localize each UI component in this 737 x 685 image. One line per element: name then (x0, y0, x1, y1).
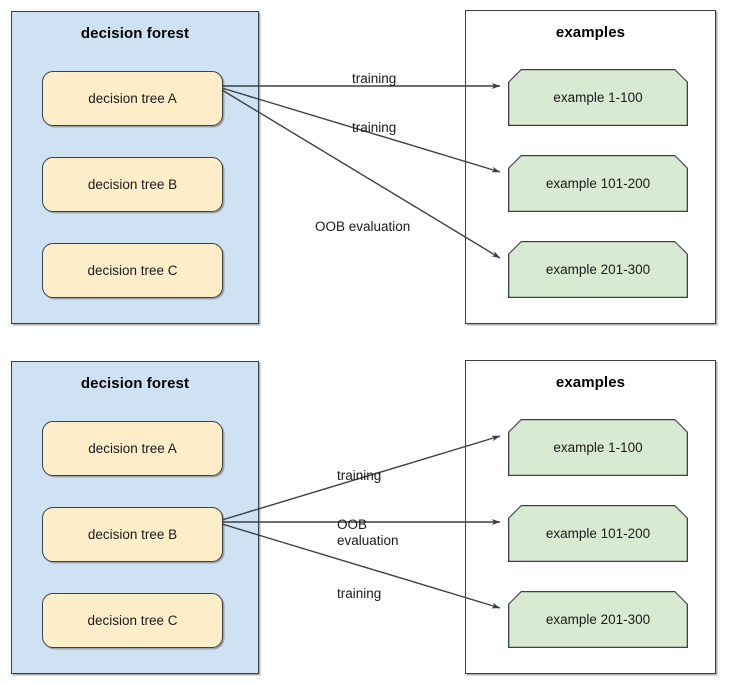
examples-title-bottom: examples (555, 374, 626, 391)
examples-panel-bottom: examples example 1-100 example 101-200 e… (465, 360, 716, 674)
decision-tree-c-box-bottom[interactable]: decision tree C (42, 593, 223, 648)
example-101-200-box-bottom[interactable]: example 101-200 (508, 505, 688, 562)
diagram-top: decision forest decision tree A decision… (0, 0, 737, 335)
example-box-fill (509, 70, 686, 124)
decision-forest-title-top: decision forest (80, 25, 190, 42)
arrow-label-oob-evaluation-top: OOB evaluation (315, 219, 411, 234)
example-101-200-box-top[interactable]: example 101-200 (508, 155, 688, 212)
decision-tree-a-label-bottom: decision tree A (88, 441, 177, 456)
example-box-fill (509, 242, 686, 296)
example-201-300-label-top: example 201-300 (545, 262, 651, 277)
decision-tree-c-label-top: decision tree C (87, 263, 178, 278)
example-box-fill (509, 156, 686, 210)
decision-tree-a-box-bottom[interactable]: decision tree A (42, 421, 223, 476)
example-box-fill (509, 592, 686, 646)
diagram-bottom: decision forest decision tree A decision… (0, 350, 737, 685)
arrow-label-training-2-top: training (352, 120, 397, 135)
examples-panel-top: examples example 1-100 example 101-200 e… (465, 10, 716, 324)
decision-tree-b-label-bottom: decision tree B (87, 527, 178, 542)
decision-tree-c-label-bottom: decision tree C (87, 613, 178, 628)
decision-forest-title-bottom: decision forest (80, 375, 190, 392)
decision-tree-c-box-top[interactable]: decision tree C (42, 243, 223, 298)
example-201-300-box-top[interactable]: example 201-300 (508, 241, 688, 298)
example-1-100-box-bottom[interactable]: example 1-100 (508, 419, 688, 476)
example-1-100-label-top: example 1-100 (553, 90, 643, 105)
decision-tree-a-label-top: decision tree A (88, 91, 177, 106)
example-101-200-label-top: example 101-200 (545, 176, 651, 191)
decision-tree-b-label-top: decision tree B (87, 177, 178, 192)
arrow-label-training-1-bottom: training (337, 468, 382, 483)
example-101-200-label-bottom: example 101-200 (545, 526, 651, 541)
arrow-label-oob-evaluation-bottom: OOB evaluation (337, 517, 399, 548)
example-201-300-label-bottom: example 201-300 (545, 612, 651, 627)
examples-title-top: examples (555, 24, 626, 41)
example-1-100-label-bottom: example 1-100 (553, 440, 643, 455)
arrow-label-training-2-bottom: training (337, 586, 382, 601)
decision-forest-panel-top: decision forest decision tree A decision… (11, 11, 259, 324)
example-box-fill (509, 420, 686, 474)
example-201-300-box-bottom[interactable]: example 201-300 (508, 591, 688, 648)
decision-forest-panel-bottom: decision forest decision tree A decision… (11, 361, 259, 674)
decision-tree-b-box-bottom[interactable]: decision tree B (42, 507, 223, 562)
example-box-fill (509, 506, 686, 560)
decision-tree-b-box-top[interactable]: decision tree B (42, 157, 223, 212)
arrow-label-training-1-top: training (352, 71, 397, 86)
example-1-100-box-top[interactable]: example 1-100 (508, 69, 688, 126)
decision-tree-a-box-top[interactable]: decision tree A (42, 71, 223, 126)
